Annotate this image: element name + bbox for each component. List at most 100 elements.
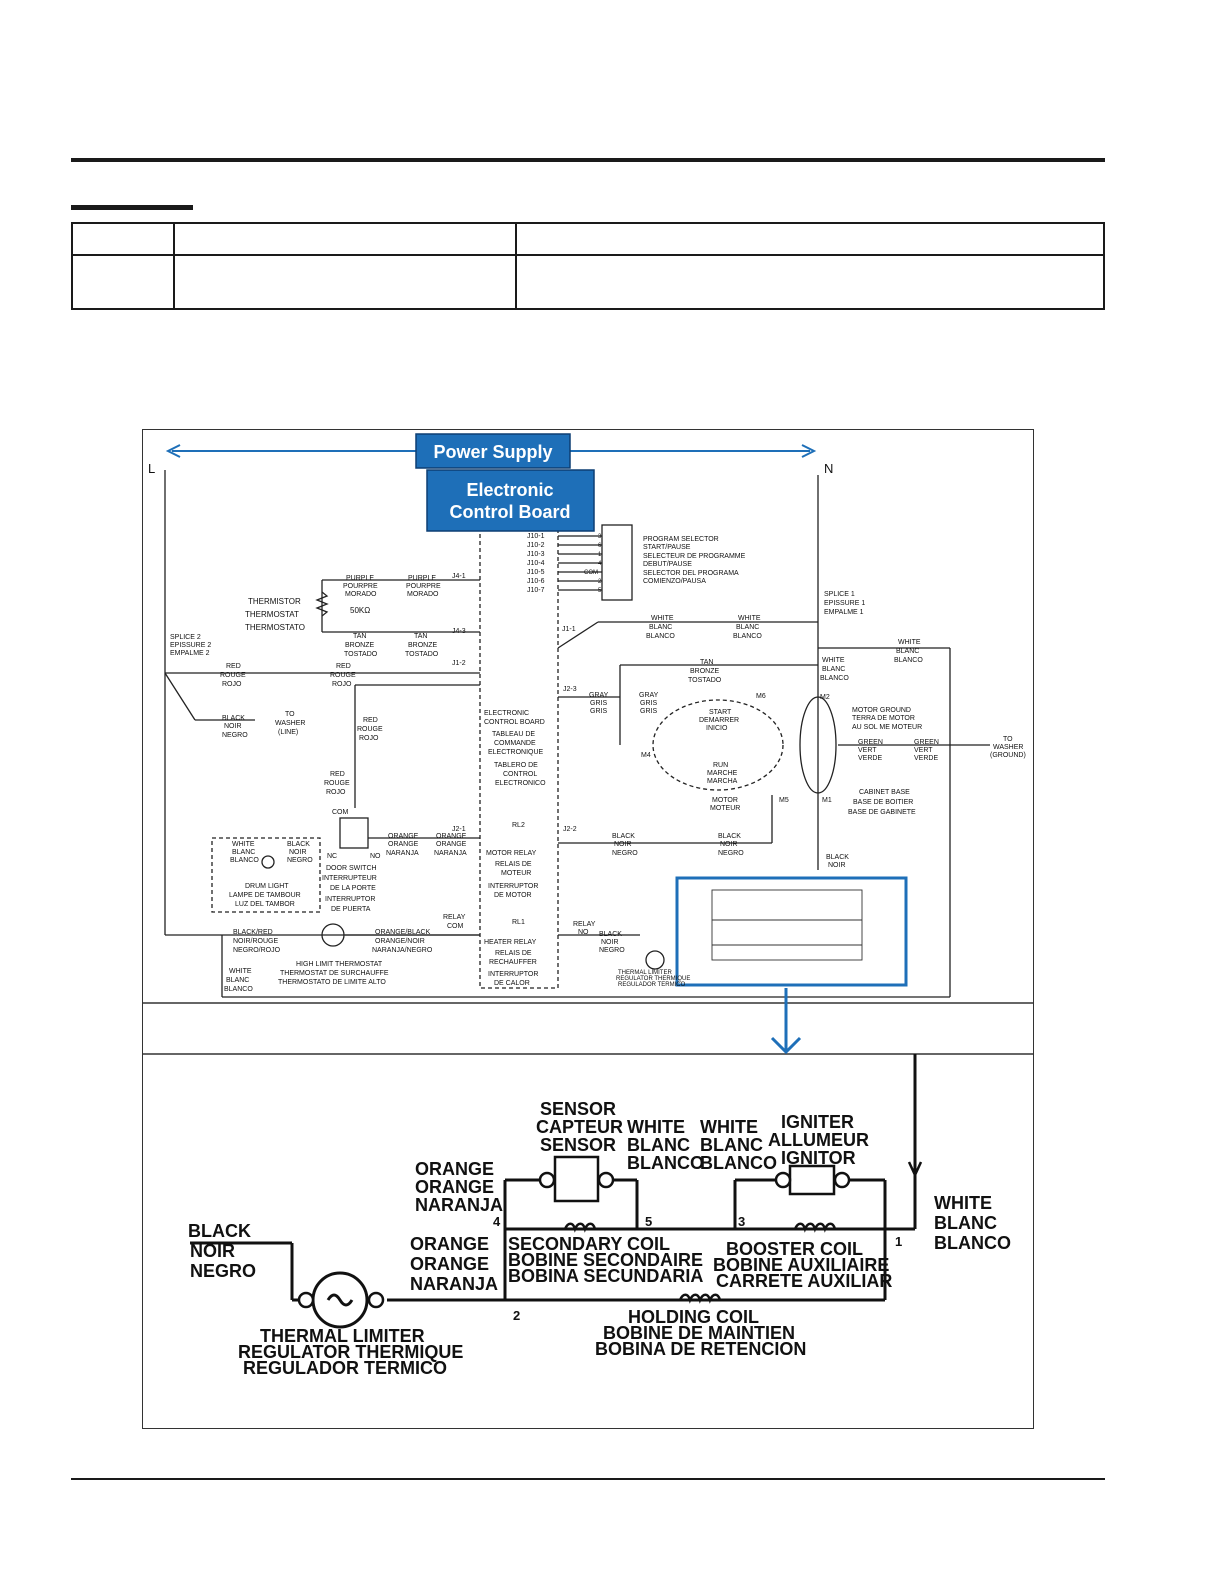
wire-label: NEGRO [718, 850, 744, 857]
terminal-number: 4 [493, 1214, 501, 1229]
cabinet-base-label: BASE DE BOITIER [853, 799, 913, 806]
j10-label: J10-4 [527, 560, 545, 567]
wire-label: PURPLE [408, 575, 436, 582]
table-cell [515, 254, 1105, 310]
connector-label: J1-2 [452, 660, 466, 667]
door-switch-label: DOOR SWITCH [326, 865, 377, 872]
motor-label: MOTOR [712, 797, 738, 804]
heater-relay-label: INTERRUPTOR [488, 971, 538, 978]
wire-label: RED [226, 663, 241, 670]
wire-label: TAN [700, 659, 713, 666]
wire-label: RED [363, 717, 378, 724]
wire-label: BLANCO [700, 1153, 777, 1173]
burner-circuit-mini [711, 889, 863, 961]
high-limit-thermostat-icon [321, 923, 345, 947]
connector-label: J2-3 [563, 686, 577, 693]
wire-label: BLANCO [646, 633, 675, 640]
heater-relay-label: RECHAUFFER [489, 959, 537, 966]
booster-coil-icon [793, 1222, 837, 1233]
zoom-arrow-icon [770, 1036, 802, 1055]
wire-label: GREEN [858, 739, 883, 746]
wire-label: ORANGE/NOIR [375, 938, 425, 945]
wire-label: BLANC [627, 1135, 690, 1155]
wire-label: BLACK [599, 931, 622, 938]
ecb-callout-line2: Control Board [450, 502, 571, 522]
resistor-icon [315, 591, 329, 617]
wire-label: NOIR [289, 849, 307, 856]
power-supply-label: Power Supply [433, 442, 552, 462]
to-washer-label: TO [1003, 736, 1013, 743]
wire-label: BLANCO [820, 675, 849, 682]
wire-label: GRIS [640, 708, 657, 715]
door-switch-label: DE LA PORTE [330, 885, 376, 892]
cabinet-base-label: CABINET BASE [859, 789, 910, 796]
to-washer-label: (LINE) [278, 729, 298, 736]
wire-label: NEGRO [599, 947, 625, 954]
wire-label: VERDE [914, 755, 938, 762]
label-L: L [148, 461, 155, 476]
wire-label: WHITE [822, 657, 845, 664]
igniter-label: ALLUMEUR [768, 1130, 869, 1150]
terminal-label: M2 [820, 694, 830, 701]
bottom-rule [71, 1478, 1105, 1480]
wire-label: BLANCO [733, 633, 762, 640]
wire-label: WHITE [229, 968, 252, 975]
section-underline [71, 205, 193, 210]
wire-label: ROJO [332, 681, 352, 688]
ecb-label: COMMANDE [494, 740, 536, 747]
heater-relay-label: DE CALOR [494, 980, 530, 987]
wire-label: BLANCO [934, 1233, 1011, 1253]
wire-label: VERDE [858, 755, 882, 762]
wire-label: NOIR [601, 939, 619, 946]
wire-label: NARANJA/NEGRO [372, 947, 433, 954]
switch-terminal: COM [332, 809, 349, 816]
wire-label: WHITE [934, 1193, 992, 1213]
wire-label: WHITE [700, 1117, 758, 1137]
motor-label: MARCHA [707, 778, 738, 785]
wire-label: VERT [858, 747, 877, 754]
terminal-label: M4 [641, 752, 651, 759]
wire-label: BLANC [649, 624, 672, 631]
igniter-label: IGNITOR [781, 1148, 856, 1168]
connector-label: J2-2 [563, 826, 577, 833]
label-N: N [824, 461, 833, 476]
j10-label: J10-7 [527, 587, 545, 594]
splice-label: EPISSURE 2 [170, 642, 211, 649]
thermal-limiter-icon [645, 950, 665, 970]
high-limit-label: THERMOSTAT DE SURCHAUFFE [280, 970, 389, 977]
wire-label: WHITE [738, 615, 761, 622]
wire-label: NARANJA [386, 850, 419, 857]
terminal-icon [297, 1291, 315, 1309]
motor-label: INICIO [706, 725, 728, 732]
motor-icon [652, 699, 784, 791]
program-selector-label: DEBUT/PAUSE [643, 561, 692, 568]
drum-light-label: DRUM LIGHT [245, 883, 289, 890]
arrow-icon [907, 1161, 923, 1178]
wire-label: ORANGE [436, 833, 467, 840]
ecb-label: TABLEAU DE [492, 731, 535, 738]
table-cell [71, 222, 175, 256]
connector-label: J4-1 [452, 573, 466, 580]
terminal-number: 2 [513, 1308, 520, 1323]
to-washer-label: TO [285, 711, 295, 718]
burner-circuit-highlight [675, 876, 908, 987]
wire-label: GRAY [639, 692, 659, 699]
to-washer-label: (GROUND) [990, 752, 1026, 759]
wire-label: VERT [914, 747, 933, 754]
drum-light-label: LUZ DEL TAMBOR [235, 901, 295, 908]
wire-label: BLACK [287, 841, 310, 848]
wire-label: NEGRO/ROJO [233, 947, 281, 954]
j10-pin: 3 [598, 534, 602, 540]
program-selector-label: START/PAUSE [643, 544, 691, 551]
secondary-coil-label: BOBINA SECUNDARIA [508, 1266, 703, 1286]
header-table [71, 222, 1105, 310]
connector-label: J4-3 [452, 628, 466, 635]
j10-pin: 2 [598, 579, 602, 585]
motor-relay-label: MOTEUR [501, 870, 531, 877]
door-switch-label: INTERRUPTOR [325, 896, 375, 903]
program-selector-label: COMIENZO/PAUSA [643, 578, 706, 585]
wire-label: BLANCO [627, 1153, 704, 1173]
wire-label: NEGRO [222, 732, 248, 739]
connector-label: J1-1 [562, 626, 576, 633]
motor-relay-label: INTERRUPTOR [488, 883, 538, 890]
